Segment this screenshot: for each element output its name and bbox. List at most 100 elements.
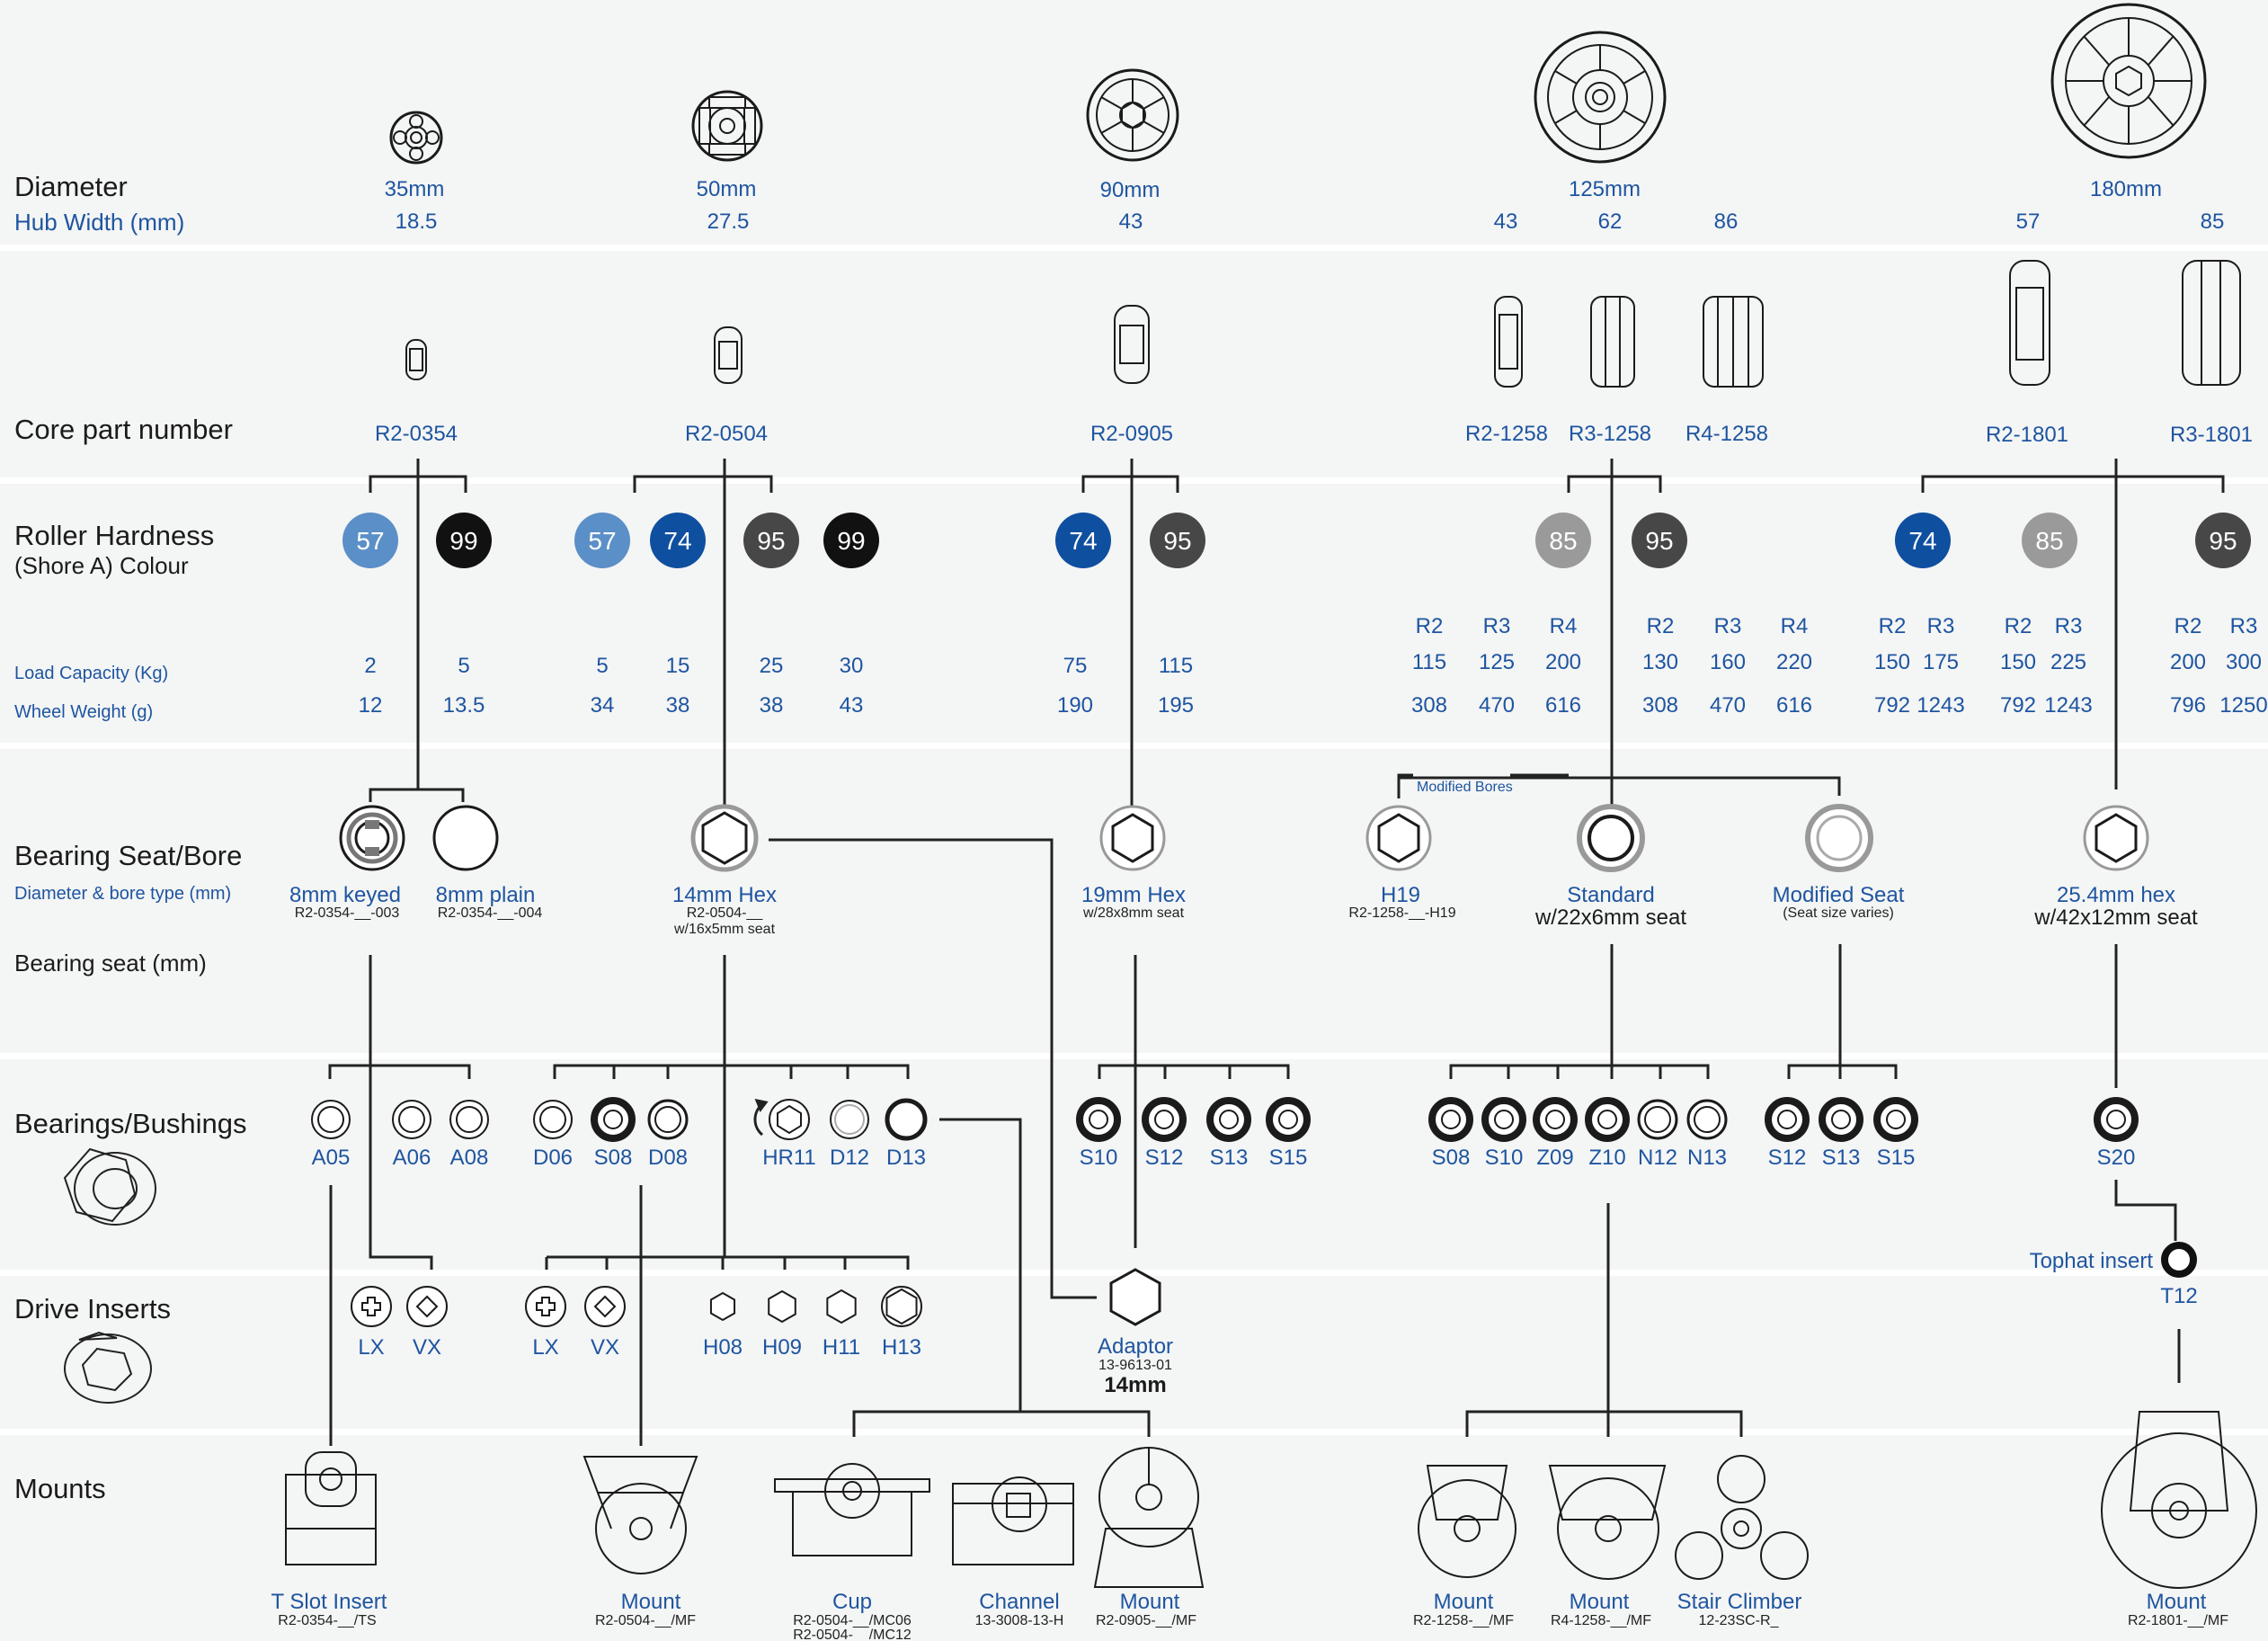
drive-insert-code: H09	[762, 1335, 802, 1360]
bearing-code: A08	[450, 1146, 489, 1170]
seat-name: 25.4mm hex	[2057, 883, 2175, 907]
channel-mount-icon	[952, 1476, 1074, 1565]
r-series-load: 115	[1412, 650, 1446, 674]
hardness-circle	[2195, 513, 2251, 568]
drive-insert-code: VX	[591, 1335, 619, 1360]
hardness-circle	[1895, 513, 1951, 568]
weight-value: 43	[840, 693, 864, 718]
bearing-bore-icon	[456, 1106, 483, 1133]
core-part-number: R2-1801	[1986, 423, 2068, 447]
bearing-code: A06	[393, 1146, 431, 1170]
row-label-load: Load Capacity (Kg)	[14, 664, 168, 683]
r-series-header: R3	[1483, 614, 1511, 638]
bearing-s13: S13	[1206, 1097, 1251, 1170]
row-label-drive: Drive Inserts	[14, 1293, 171, 1324]
adaptor: Adaptor 13-9613-01 14mm	[1098, 1268, 1173, 1397]
core-side-icons	[405, 260, 2241, 388]
hardness-value: 57	[588, 527, 616, 555]
mount-name: Mount	[621, 1590, 681, 1614]
bearing-bore-icon	[1494, 1110, 1514, 1129]
bearing-bore-icon	[1777, 1110, 1797, 1129]
bearing-s15: S15	[1873, 1097, 1918, 1170]
bearing-s20: S20	[2094, 1097, 2139, 1170]
mount-code: R2-0504-__/MC06	[793, 1613, 912, 1628]
bearing-code: N12	[1638, 1146, 1677, 1170]
bearing-code: S13	[1210, 1146, 1249, 1170]
diameter-label: 90mm	[1100, 178, 1161, 202]
bearing-bore-icon	[603, 1110, 623, 1129]
diamond-icon	[415, 1295, 439, 1318]
row-label-mounts: Mounts	[14, 1473, 106, 1504]
weight-value: 38	[760, 693, 784, 718]
r-series-weight: 792	[2000, 693, 2036, 718]
seat-code: R2-0354-__-003	[295, 905, 400, 921]
bearing-s15: S15	[1266, 1097, 1311, 1170]
row-label-diameter: Diameter	[14, 171, 128, 202]
seat-code: w/28x8mm seat	[1082, 905, 1185, 921]
bearing-bore-icon	[1154, 1110, 1174, 1129]
core-side-r3-1258-icon	[1590, 296, 1635, 388]
r-series-weight: 470	[1479, 693, 1515, 718]
drive-insert-h08: H08	[703, 1291, 743, 1360]
mount-name: Mount	[1570, 1590, 1630, 1614]
bearing-bore-icon	[1441, 1110, 1461, 1129]
mount-code: R2-1258-__/MF	[1413, 1613, 1514, 1628]
core-labels: R2-0354 R2-0504 R2-0905 R2-1258 R3-1258 …	[375, 422, 2253, 447]
diameter-labels: 35mm 50mm 90mm 125mm 180mm 18.5 27.5 43 …	[385, 177, 2225, 234]
bearing-bore-icon	[1545, 1110, 1565, 1129]
mount-name: T Slot Insert	[271, 1590, 387, 1614]
load-value: 30	[840, 654, 864, 678]
bearing-seat-labels: 8mm keyed R2-0354-__-003 8mm plain R2-03…	[289, 883, 2198, 937]
bearing-bore-icon	[834, 1104, 865, 1135]
hex-bore-25mm-icon	[2083, 805, 2149, 871]
bearing-code: HR11	[762, 1146, 816, 1170]
adaptor-name: Adaptor	[1098, 1334, 1173, 1359]
adaptor-code: 13-9613-01	[1098, 1358, 1172, 1373]
hardness-circle	[342, 513, 398, 568]
seat-code: (Seat size varies)	[1783, 905, 1894, 921]
hardness-value: 95	[2209, 527, 2237, 555]
r-series-header: R2	[2175, 614, 2202, 638]
load-value: 2	[364, 654, 376, 678]
cross-icon	[536, 1297, 556, 1316]
mount-code: 13-3008-13-H	[975, 1613, 1064, 1628]
hub-width-value: 43	[1119, 210, 1143, 234]
hub-width-value: 86	[1714, 210, 1739, 234]
bearing-code: A05	[312, 1146, 351, 1170]
mount-name: Stair Climber	[1677, 1590, 1802, 1614]
weight-value: 34	[591, 693, 615, 718]
hex-bore-icon	[777, 1104, 802, 1135]
mount-r4-1258-icon	[1548, 1465, 1667, 1580]
hardness-value: 85	[1549, 527, 1577, 555]
bearing-s10: S10	[1481, 1097, 1526, 1170]
bearing-bore-icon	[317, 1106, 344, 1133]
load-value: 15	[666, 654, 690, 678]
bearing-d12: D12	[830, 1100, 869, 1170]
r-series-header: R3	[2055, 614, 2083, 638]
tophat-insert: Tophat insert T12	[2030, 1242, 2198, 1308]
bearing-bore-icon	[1644, 1106, 1671, 1133]
r-series-header: R3	[1927, 614, 1955, 638]
bearing-code: D13	[886, 1146, 926, 1170]
bearing-d13: D13	[885, 1098, 928, 1170]
row-label-weight: Wheel Weight (g)	[14, 702, 153, 722]
bearing-bore-icon	[2106, 1110, 2126, 1129]
core-side-r2-0504-icon	[714, 326, 743, 384]
mount-r2-1258-icon	[1418, 1465, 1516, 1578]
r-series-weight: 796	[2170, 693, 2206, 718]
modified-bores-label: Modified Bores	[1417, 780, 1513, 795]
hardness-value: 99	[449, 527, 477, 555]
drive-insert-code: H13	[882, 1335, 921, 1360]
bearing-a06: A06	[392, 1100, 431, 1170]
r-series-header: R2	[2005, 614, 2032, 638]
r-series-weight: 308	[1642, 693, 1678, 718]
load-value: 75	[1063, 654, 1088, 678]
r-series-header: R2	[1416, 614, 1444, 638]
core-side-r3-1801-icon	[2182, 260, 2241, 386]
r-series-header: R4	[1550, 614, 1578, 638]
bearing-code: D12	[830, 1146, 869, 1170]
bearing-code: S08	[594, 1146, 633, 1170]
tophat-label: Tophat insert	[2030, 1249, 2154, 1273]
load-value: 5	[458, 654, 469, 678]
